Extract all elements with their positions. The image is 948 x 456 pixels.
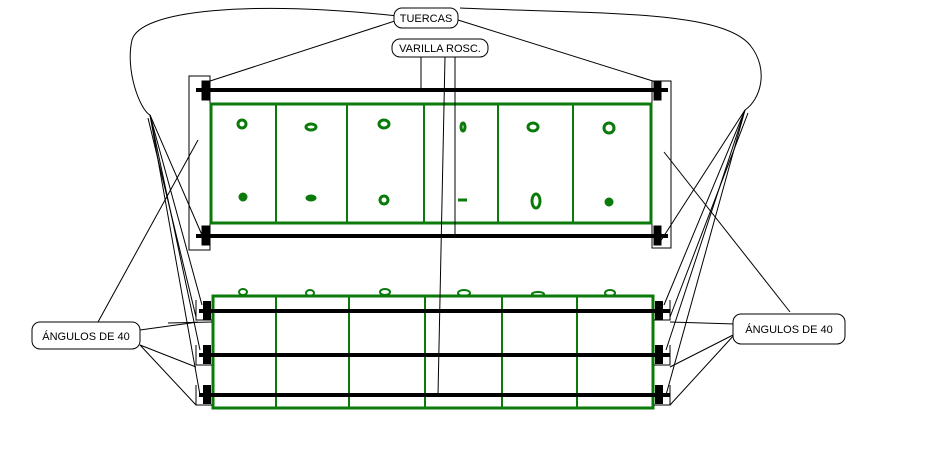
leaders-rod	[420, 56, 456, 396]
right-angle-frame	[651, 80, 672, 249]
left-angle-frame	[188, 75, 211, 251]
top-panel-holes-upper	[236, 118, 616, 135]
label-angles-left: ÁNGULOS DE 40	[42, 330, 129, 343]
bottom-panel	[211, 294, 655, 410]
top-panel-holes-lower	[238, 192, 614, 210]
bottom-assembly	[195, 288, 671, 410]
leaders-right-angles	[659, 109, 791, 406]
callout-threaded-rod: VARILLA ROSC.	[391, 38, 489, 58]
top-assembly	[188, 75, 672, 251]
bottom-panel-hole-tops	[238, 288, 616, 297]
label-angles-right: ÁNGULOS DE 40	[745, 323, 832, 336]
label-nuts: TUERCAS	[400, 13, 453, 25]
bottom-nuts	[203, 301, 663, 404]
top-nuts	[201, 80, 662, 246]
callout-nuts: TUERCAS	[393, 7, 459, 29]
callout-angles-right: ÁNGULOS DE 40	[732, 313, 846, 345]
callout-angles-left: ÁNGULOS DE 40	[31, 321, 141, 350]
bottom-panel-dividers	[275, 296, 578, 408]
label-threaded-rod: VARILLA ROSC.	[399, 43, 481, 55]
top-panel-dividers	[275, 104, 574, 223]
top-panel	[209, 102, 653, 225]
leaders-nuts	[129, 7, 762, 116]
leaders-left-angles	[97, 114, 213, 406]
